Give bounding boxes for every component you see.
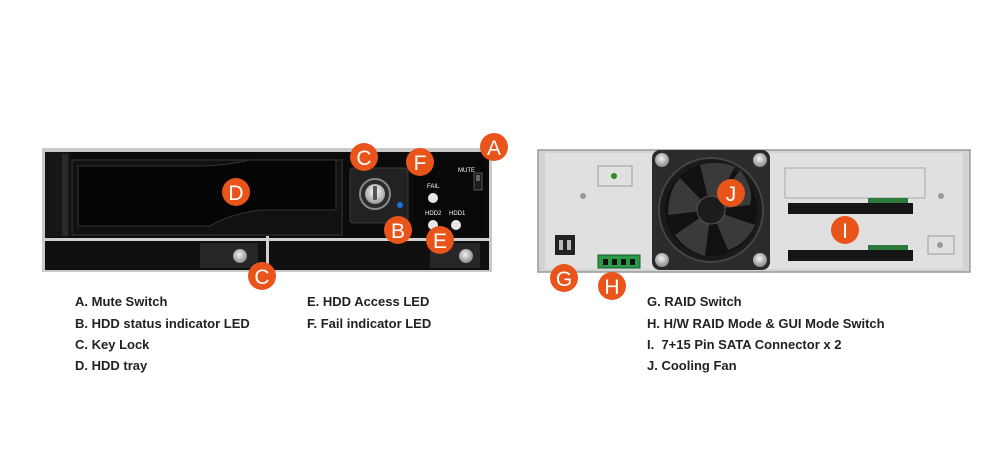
hdd1-access-led <box>451 220 461 230</box>
legend-item-a: A. Mute Switch <box>75 294 168 309</box>
callout-e: E <box>426 226 454 254</box>
callout-g: G <box>550 264 578 292</box>
legend-item-i: I. 7+15 Pin SATA Connector x 2 <box>647 337 842 352</box>
svg-text:J: J <box>726 183 737 206</box>
callout-a: A <box>480 133 508 161</box>
cooling-fan <box>652 150 770 270</box>
key-lock[interactable] <box>359 178 391 210</box>
hdd2-label: HDD2 <box>425 211 442 217</box>
hdd-status-led <box>397 202 403 208</box>
callout-f: F <box>406 148 434 176</box>
svg-text:F: F <box>414 152 427 175</box>
svg-text:E: E <box>433 230 447 253</box>
svg-text:B: B <box>391 220 405 243</box>
callout-c-key-lock: C <box>350 143 378 171</box>
legend-item-b: B. HDD status indicator LED <box>75 316 250 331</box>
legend-item-h: H. H/W RAID Mode & GUI Mode Switch <box>647 316 885 331</box>
callout-d: D <box>222 178 250 206</box>
svg-text:D: D <box>228 182 243 205</box>
fail-label: FAIL <box>427 184 440 190</box>
front-screw-right <box>459 249 473 263</box>
legend-item-e: E. HDD Access LED <box>307 294 430 309</box>
raid-switch[interactable] <box>555 235 575 255</box>
mute-switch[interactable] <box>473 172 483 191</box>
mode-switch[interactable] <box>597 254 641 269</box>
mute-label: MUTE <box>458 168 475 174</box>
legend-item-d: D. HDD tray <box>75 358 148 373</box>
legend-item-j: J. Cooling Fan <box>647 358 737 373</box>
sata-connector-bottom <box>788 250 913 261</box>
legend-item-c: C. Key Lock <box>75 337 150 352</box>
svg-text:A: A <box>487 137 501 160</box>
svg-text:C: C <box>356 147 371 170</box>
svg-text:C: C <box>254 266 269 289</box>
hdd-tray <box>71 159 343 236</box>
callout-i: I <box>831 216 859 244</box>
rear-panel <box>537 149 971 273</box>
callout-h: H <box>598 272 626 300</box>
fail-led <box>428 193 438 203</box>
front-screw-left <box>233 249 247 263</box>
svg-text:G: G <box>556 268 572 291</box>
sata-connector-top <box>788 203 913 214</box>
callout-j: J <box>717 179 745 207</box>
hdd1-label: HDD1 <box>449 211 466 217</box>
legend-item-g: G. RAID Switch <box>647 294 742 309</box>
svg-text:I: I <box>842 220 848 243</box>
callout-c-tray: C <box>248 262 276 290</box>
legend-item-f: F. Fail indicator LED <box>307 316 432 331</box>
callout-b: B <box>384 216 412 244</box>
svg-text:H: H <box>604 276 619 299</box>
